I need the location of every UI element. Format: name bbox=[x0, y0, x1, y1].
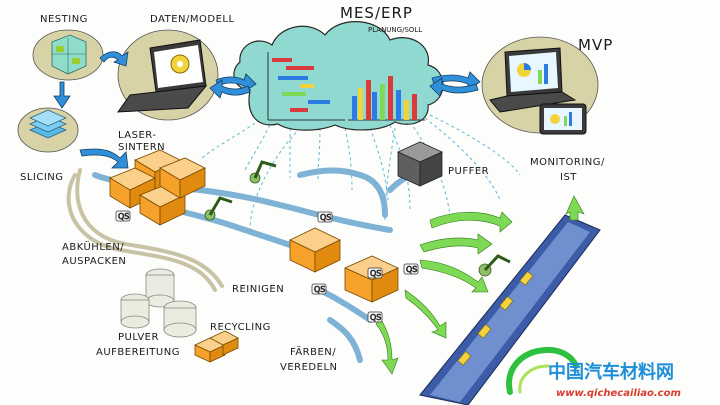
arrow-icon bbox=[99, 51, 129, 67]
label-daten-modell: DATEN/MODELL bbox=[150, 14, 235, 25]
label-abkuehlen-1: ABKÜHLEN/ bbox=[62, 240, 124, 253]
tablet-icon bbox=[539, 103, 587, 135]
tank-icon bbox=[120, 293, 150, 329]
printer-icon bbox=[289, 227, 341, 273]
robot-arm-icon bbox=[204, 196, 233, 221]
printer-icon bbox=[344, 255, 399, 303]
tank-icon bbox=[145, 268, 175, 308]
arrow-icon bbox=[419, 233, 493, 255]
process-arrows bbox=[53, 51, 481, 169]
reinigen-machines bbox=[289, 227, 399, 303]
qs-badge: QS bbox=[367, 311, 383, 323]
arrow-icon bbox=[375, 317, 399, 375]
robot-arms bbox=[204, 160, 511, 277]
label-puffer: PUFFER bbox=[448, 166, 489, 177]
watermark-cn-text: 中国汽车材料网 bbox=[548, 361, 674, 383]
arrow-icon bbox=[53, 81, 71, 109]
qs-badge: QS bbox=[311, 283, 327, 295]
labels: NESTING DATEN/MODELL MES/ERP PLANUNG/SOL… bbox=[20, 4, 613, 373]
cloud-icon bbox=[233, 21, 444, 131]
monitoring-belt bbox=[419, 195, 601, 405]
arrow-icon bbox=[419, 259, 489, 293]
robot-arm-icon bbox=[478, 254, 511, 277]
puffer-storage bbox=[397, 141, 443, 187]
label-reinigen: REINIGEN bbox=[232, 284, 284, 295]
qs-label: QS bbox=[118, 212, 129, 221]
pulver-aufbereitung bbox=[120, 268, 197, 338]
bar-chart-icon bbox=[348, 76, 425, 121]
qs-badge: QS bbox=[115, 210, 131, 222]
qs-label: QS bbox=[370, 313, 381, 322]
arrow-icon bbox=[429, 77, 479, 97]
daten-modell-module bbox=[116, 29, 219, 121]
label-nesting: NESTING bbox=[40, 14, 88, 25]
label-faerben-1: FÄRBEN/ bbox=[290, 345, 336, 358]
qs-badge: QS bbox=[367, 267, 383, 279]
qs-badges: QS QS QS QS QS QS bbox=[115, 210, 419, 323]
qs-badge: QS bbox=[403, 263, 419, 275]
nesting-cube-icon bbox=[51, 34, 87, 75]
qs-label: QS bbox=[406, 265, 417, 274]
label-mes-erp: MES/ERP bbox=[340, 4, 413, 22]
label-laser-sintern-2: SINTERN bbox=[118, 142, 165, 153]
watermark-logo-icon bbox=[506, 346, 579, 395]
arrow-icon bbox=[209, 79, 251, 99]
arrow-icon bbox=[404, 289, 447, 339]
laptop-icon bbox=[116, 39, 208, 113]
printer-icon bbox=[109, 167, 156, 209]
gear-icon bbox=[170, 54, 190, 74]
qs-label: QS bbox=[320, 213, 331, 222]
qs-badge: QS bbox=[317, 211, 333, 223]
laser-sinter-machines bbox=[109, 149, 206, 226]
data-link-lines bbox=[199, 114, 521, 231]
distribution-arrows bbox=[375, 211, 513, 375]
label-faerben-2: VEREDELN bbox=[280, 362, 338, 373]
tank-icon bbox=[163, 300, 197, 338]
qs-label: QS bbox=[370, 269, 381, 278]
label-abkuehlen-2: AUSPACKEN bbox=[62, 256, 126, 267]
label-slicing: SLICING bbox=[20, 172, 64, 183]
label-monitoring-1: MONITORING/ bbox=[530, 157, 605, 168]
label-recycling: RECYCLING bbox=[210, 322, 271, 333]
layers-icon bbox=[29, 109, 67, 139]
qs-label: QS bbox=[314, 285, 325, 294]
nesting-module bbox=[32, 29, 104, 81]
label-pulver-2: AUFBEREITUNG bbox=[96, 347, 180, 358]
slicing-module bbox=[17, 107, 79, 153]
recycling-boxes bbox=[194, 330, 239, 363]
label-planung-soll: PLANUNG/SOLL bbox=[368, 26, 422, 34]
arrow-icon bbox=[79, 148, 129, 169]
label-laser-sintern-1: LASER- bbox=[118, 130, 156, 141]
label-mvp: MVP bbox=[578, 36, 613, 54]
arrow-icon bbox=[429, 211, 513, 233]
watermark: 中国汽车材料网 www.qichecailiao.com bbox=[506, 346, 681, 399]
gantt-chart-icon bbox=[267, 52, 345, 121]
printer-icon bbox=[139, 184, 186, 226]
watermark-url: www.qichecailiao.com bbox=[556, 388, 681, 399]
robot-arm-icon bbox=[249, 160, 277, 184]
laptop-icon bbox=[489, 47, 577, 113]
mvp-module bbox=[481, 36, 599, 135]
printer-icon bbox=[159, 157, 206, 199]
label-monitoring-2: IST bbox=[560, 172, 577, 183]
label-pulver-1: PULVER bbox=[118, 332, 159, 343]
arrow-icon bbox=[565, 195, 585, 221]
